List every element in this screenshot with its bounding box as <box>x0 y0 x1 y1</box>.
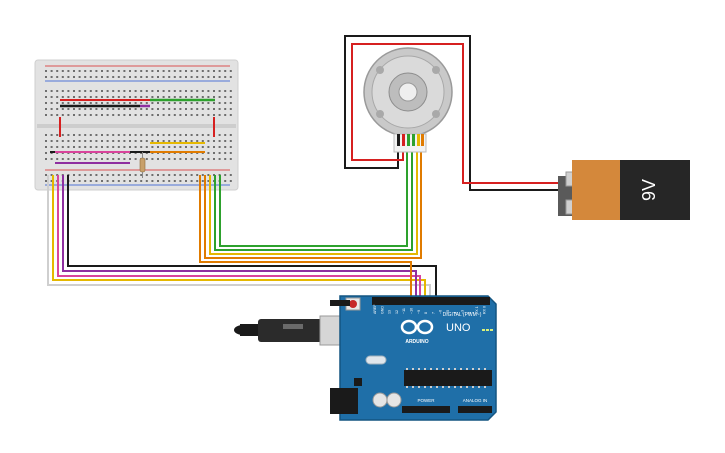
digital-pin-label: ~5 <box>446 310 450 314</box>
wire-motor-green <box>214 150 413 251</box>
digital-pin-label: GND <box>380 306 384 314</box>
digital-pin-label: 8 <box>424 312 428 314</box>
digital-pin-label: 7 <box>431 312 435 314</box>
wire-orange-left <box>199 175 412 298</box>
power-label: POWER <box>417 398 435 403</box>
wire-yellow <box>52 175 426 298</box>
dc-motor-encoder-icon[interactable] <box>363 47 453 153</box>
analog-header <box>458 406 492 413</box>
digital-pin-label: ~9 <box>417 310 421 314</box>
motor-wire-black <box>344 35 560 191</box>
brand-label: ARDUINO <box>405 339 428 345</box>
digital-pin-label: AREF <box>373 304 377 314</box>
dc-power-jack-icon <box>330 388 358 414</box>
power-header <box>402 406 450 413</box>
digital-pin-label: ~3 <box>461 310 465 314</box>
digital-pin-label: ~11 <box>402 308 406 314</box>
digital-pin-label: TX 1 <box>475 306 479 314</box>
motor-wire-red <box>351 43 560 184</box>
microcontroller-chip <box>404 370 492 386</box>
wire-pink <box>57 175 421 298</box>
model-label: UNO <box>446 322 471 334</box>
breadboard-jumpers <box>50 98 215 178</box>
wire-white <box>47 175 431 298</box>
battery-9v[interactable]: 9V <box>558 160 690 220</box>
wire-motor-orange <box>204 150 422 259</box>
wires-to-arduino <box>47 175 437 298</box>
digital-pin-label: ~6 <box>439 310 443 314</box>
breadboard[interactable] <box>34 59 239 191</box>
digital-pin-label: 4 <box>453 312 457 314</box>
wire-motor-green2 <box>219 150 408 247</box>
digital-pin-label: ~10 <box>410 308 414 314</box>
wire-black-long <box>67 175 437 298</box>
resistor <box>139 157 146 173</box>
analog-label: ANALOG IN <box>463 398 488 403</box>
digital-pin-label: 2 <box>468 312 472 314</box>
digital-header <box>372 297 490 305</box>
wire-purple <box>62 175 417 298</box>
digital-pin-label: 12 <box>395 310 399 314</box>
motor-power-wires <box>344 35 560 191</box>
arduino-logo <box>400 319 434 335</box>
digital-label: DIGITAL (PWM~) <box>443 312 482 318</box>
status-leds <box>482 329 493 331</box>
battery-voltage: 9V <box>639 179 659 201</box>
wire-motor-yellow <box>209 150 418 255</box>
usb-connector-icon <box>234 315 341 346</box>
wires-to-motor <box>204 150 422 259</box>
digital-pin-label: 13 <box>388 310 392 314</box>
digital-pin-label: RX 0 <box>483 306 487 314</box>
